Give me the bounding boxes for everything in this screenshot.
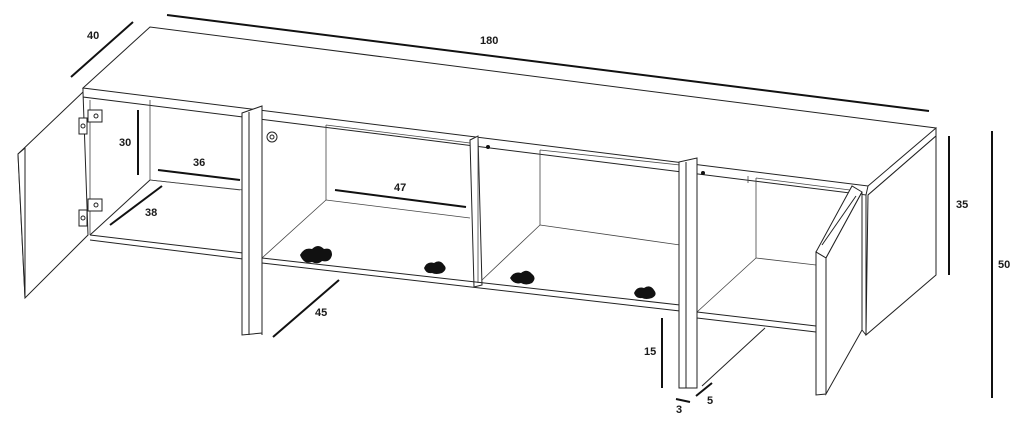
cabinet-top-surface <box>81 26 938 187</box>
dim-label-center-shelf-width: 47 <box>394 182 406 194</box>
divider-post-2 <box>678 157 698 389</box>
center-floor-front-edge-2 <box>261 262 681 312</box>
dim-label-width: 180 <box>480 35 498 47</box>
right-door-face <box>815 251 827 396</box>
right-compartment-back-floor <box>755 257 817 266</box>
dim-label-total-height: 50 <box>998 259 1010 271</box>
shelf-support-icon-2 <box>424 261 446 274</box>
center-left-compartment <box>261 125 327 259</box>
dim-line-leg-width <box>695 382 713 397</box>
dim-line-left-shelf-width <box>157 169 241 181</box>
right-leg-bottom-edge <box>701 327 766 387</box>
cabinet-right-side-panel <box>865 134 937 337</box>
left-door-edge <box>17 146 26 299</box>
dim-line-center-shelf-width <box>334 189 467 208</box>
shelf-support-icon-3 <box>510 270 535 285</box>
dim-line-depth <box>70 21 134 78</box>
dim-label-body-height: 35 <box>956 199 968 211</box>
right-compartment-back-top <box>755 177 851 191</box>
right-floor-front-edge-2 <box>696 317 817 333</box>
dim-label-left-shelf-width: 36 <box>193 157 205 169</box>
center-right-back-top <box>539 149 681 166</box>
right-door-handle <box>821 195 857 246</box>
center-floor-front-edge <box>261 257 681 306</box>
right-floor-front-edge <box>696 311 817 327</box>
cam-lock-icon <box>266 131 278 143</box>
center-divider <box>469 135 483 288</box>
left-floor-back-edge <box>89 179 151 236</box>
divider-post-1 <box>241 105 263 336</box>
shelf-support-icon-1 <box>300 246 332 264</box>
right-door-inner <box>825 191 863 396</box>
left-floor-front-edge <box>89 234 244 254</box>
dim-line-width <box>166 14 930 112</box>
upper-hinge-icon <box>78 109 103 135</box>
shelf-support-icon-4 <box>634 286 656 299</box>
dim-line-left-shelf-depth <box>109 185 163 226</box>
pin-icon <box>486 145 490 149</box>
center-right-compartment <box>481 150 541 281</box>
dim-label-depth: 40 <box>87 30 99 42</box>
dim-line-leg-thickness <box>675 398 691 403</box>
left-floor-back-line <box>149 179 244 191</box>
center-left-back-floor <box>325 199 471 219</box>
dim-label-left-shelf-height: 30 <box>119 137 131 149</box>
dim-label-leg-height: 15 <box>644 346 656 358</box>
center-right-back-floor <box>539 224 681 246</box>
left-door <box>17 90 89 300</box>
dim-label-center-depth: 45 <box>315 307 327 319</box>
lower-hinge-icon <box>78 198 103 227</box>
pin-icon-2 <box>701 171 705 175</box>
left-floor-front-edge-2 <box>89 239 244 260</box>
center-left-back-top <box>325 124 471 144</box>
dim-line-center-depth <box>272 279 340 338</box>
dim-label-leg-width: 5 <box>707 395 713 407</box>
right-compartment <box>696 178 757 313</box>
left-compartment-back <box>149 100 241 191</box>
dim-label-left-shelf-depth: 38 <box>145 207 157 219</box>
dim-label-leg-thickness: 3 <box>676 404 682 416</box>
right-panel-bottom-corner <box>861 329 867 336</box>
